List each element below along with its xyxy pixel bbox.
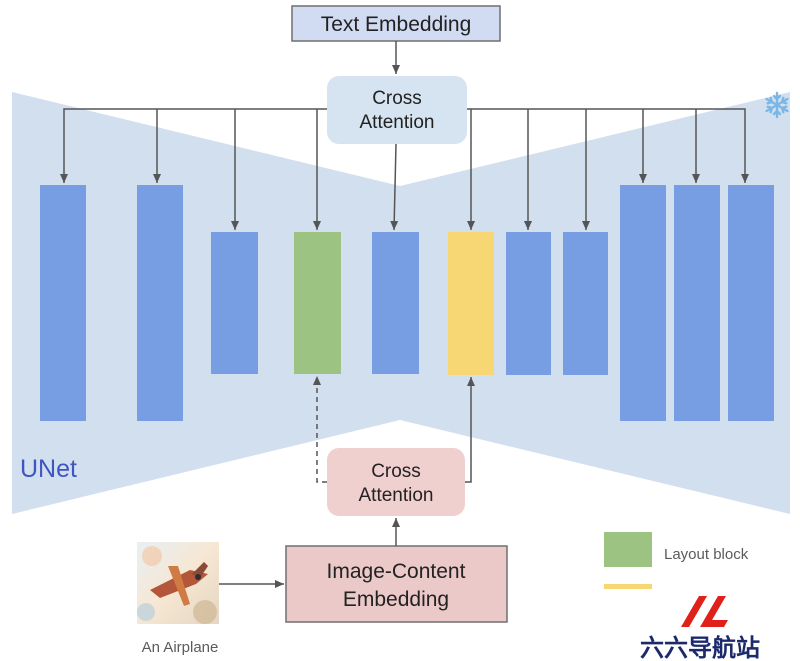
unet-blocks [40, 185, 774, 421]
decoder-block-4 [674, 185, 720, 421]
watermark-logo: 六六导航站 [640, 596, 760, 661]
legend-swatch-layout-block [604, 532, 652, 567]
decoder-block-1 [506, 232, 551, 375]
arrow-dashed-to-layout-block [313, 376, 327, 483]
text-embedding-label: Text Embedding [321, 13, 472, 36]
image-content-embedding-box: Image-Content Embedding [285, 545, 508, 623]
encoder-block-1 [40, 185, 86, 421]
text-embedding-box: Text Embedding [291, 5, 501, 42]
legend-label-layout-block: Layout block [664, 546, 749, 563]
attention-distribution-lines [60, 108, 749, 231]
legend: Layout block [604, 532, 749, 589]
image-caption: An Airplane [142, 639, 219, 656]
airplane-image [137, 542, 219, 624]
legend-swatch-yellow [604, 584, 652, 589]
cross-attention-bottom-line1: Cross [371, 461, 421, 482]
layout-block-green [294, 232, 341, 374]
image-content-embedding-line2: Embedding [343, 588, 449, 611]
middle-block [372, 232, 419, 374]
cross-attention-top-line1: Cross [372, 88, 422, 109]
unet-label: UNet [20, 455, 77, 483]
decoder-block-3 [620, 185, 666, 421]
encoder-block-3 [211, 232, 258, 374]
layout-block-yellow [448, 232, 494, 375]
cross-attention-bottom-line2: Attention [359, 485, 434, 506]
cross-attention-top-line2: Attention [360, 112, 435, 133]
decoder-block-2 [563, 232, 608, 375]
decoder-block-5 [728, 185, 774, 421]
cross-attention-bottom: Cross Attention [327, 448, 465, 516]
image-content-embedding-line1: Image-Content [327, 560, 466, 583]
encoder-block-2 [137, 185, 183, 421]
arrow-to-yellow-block [465, 377, 475, 483]
snowflake-icon [765, 91, 789, 119]
watermark-text: 六六导航站 [640, 634, 760, 661]
cross-attention-top: Cross Attention [327, 76, 467, 144]
